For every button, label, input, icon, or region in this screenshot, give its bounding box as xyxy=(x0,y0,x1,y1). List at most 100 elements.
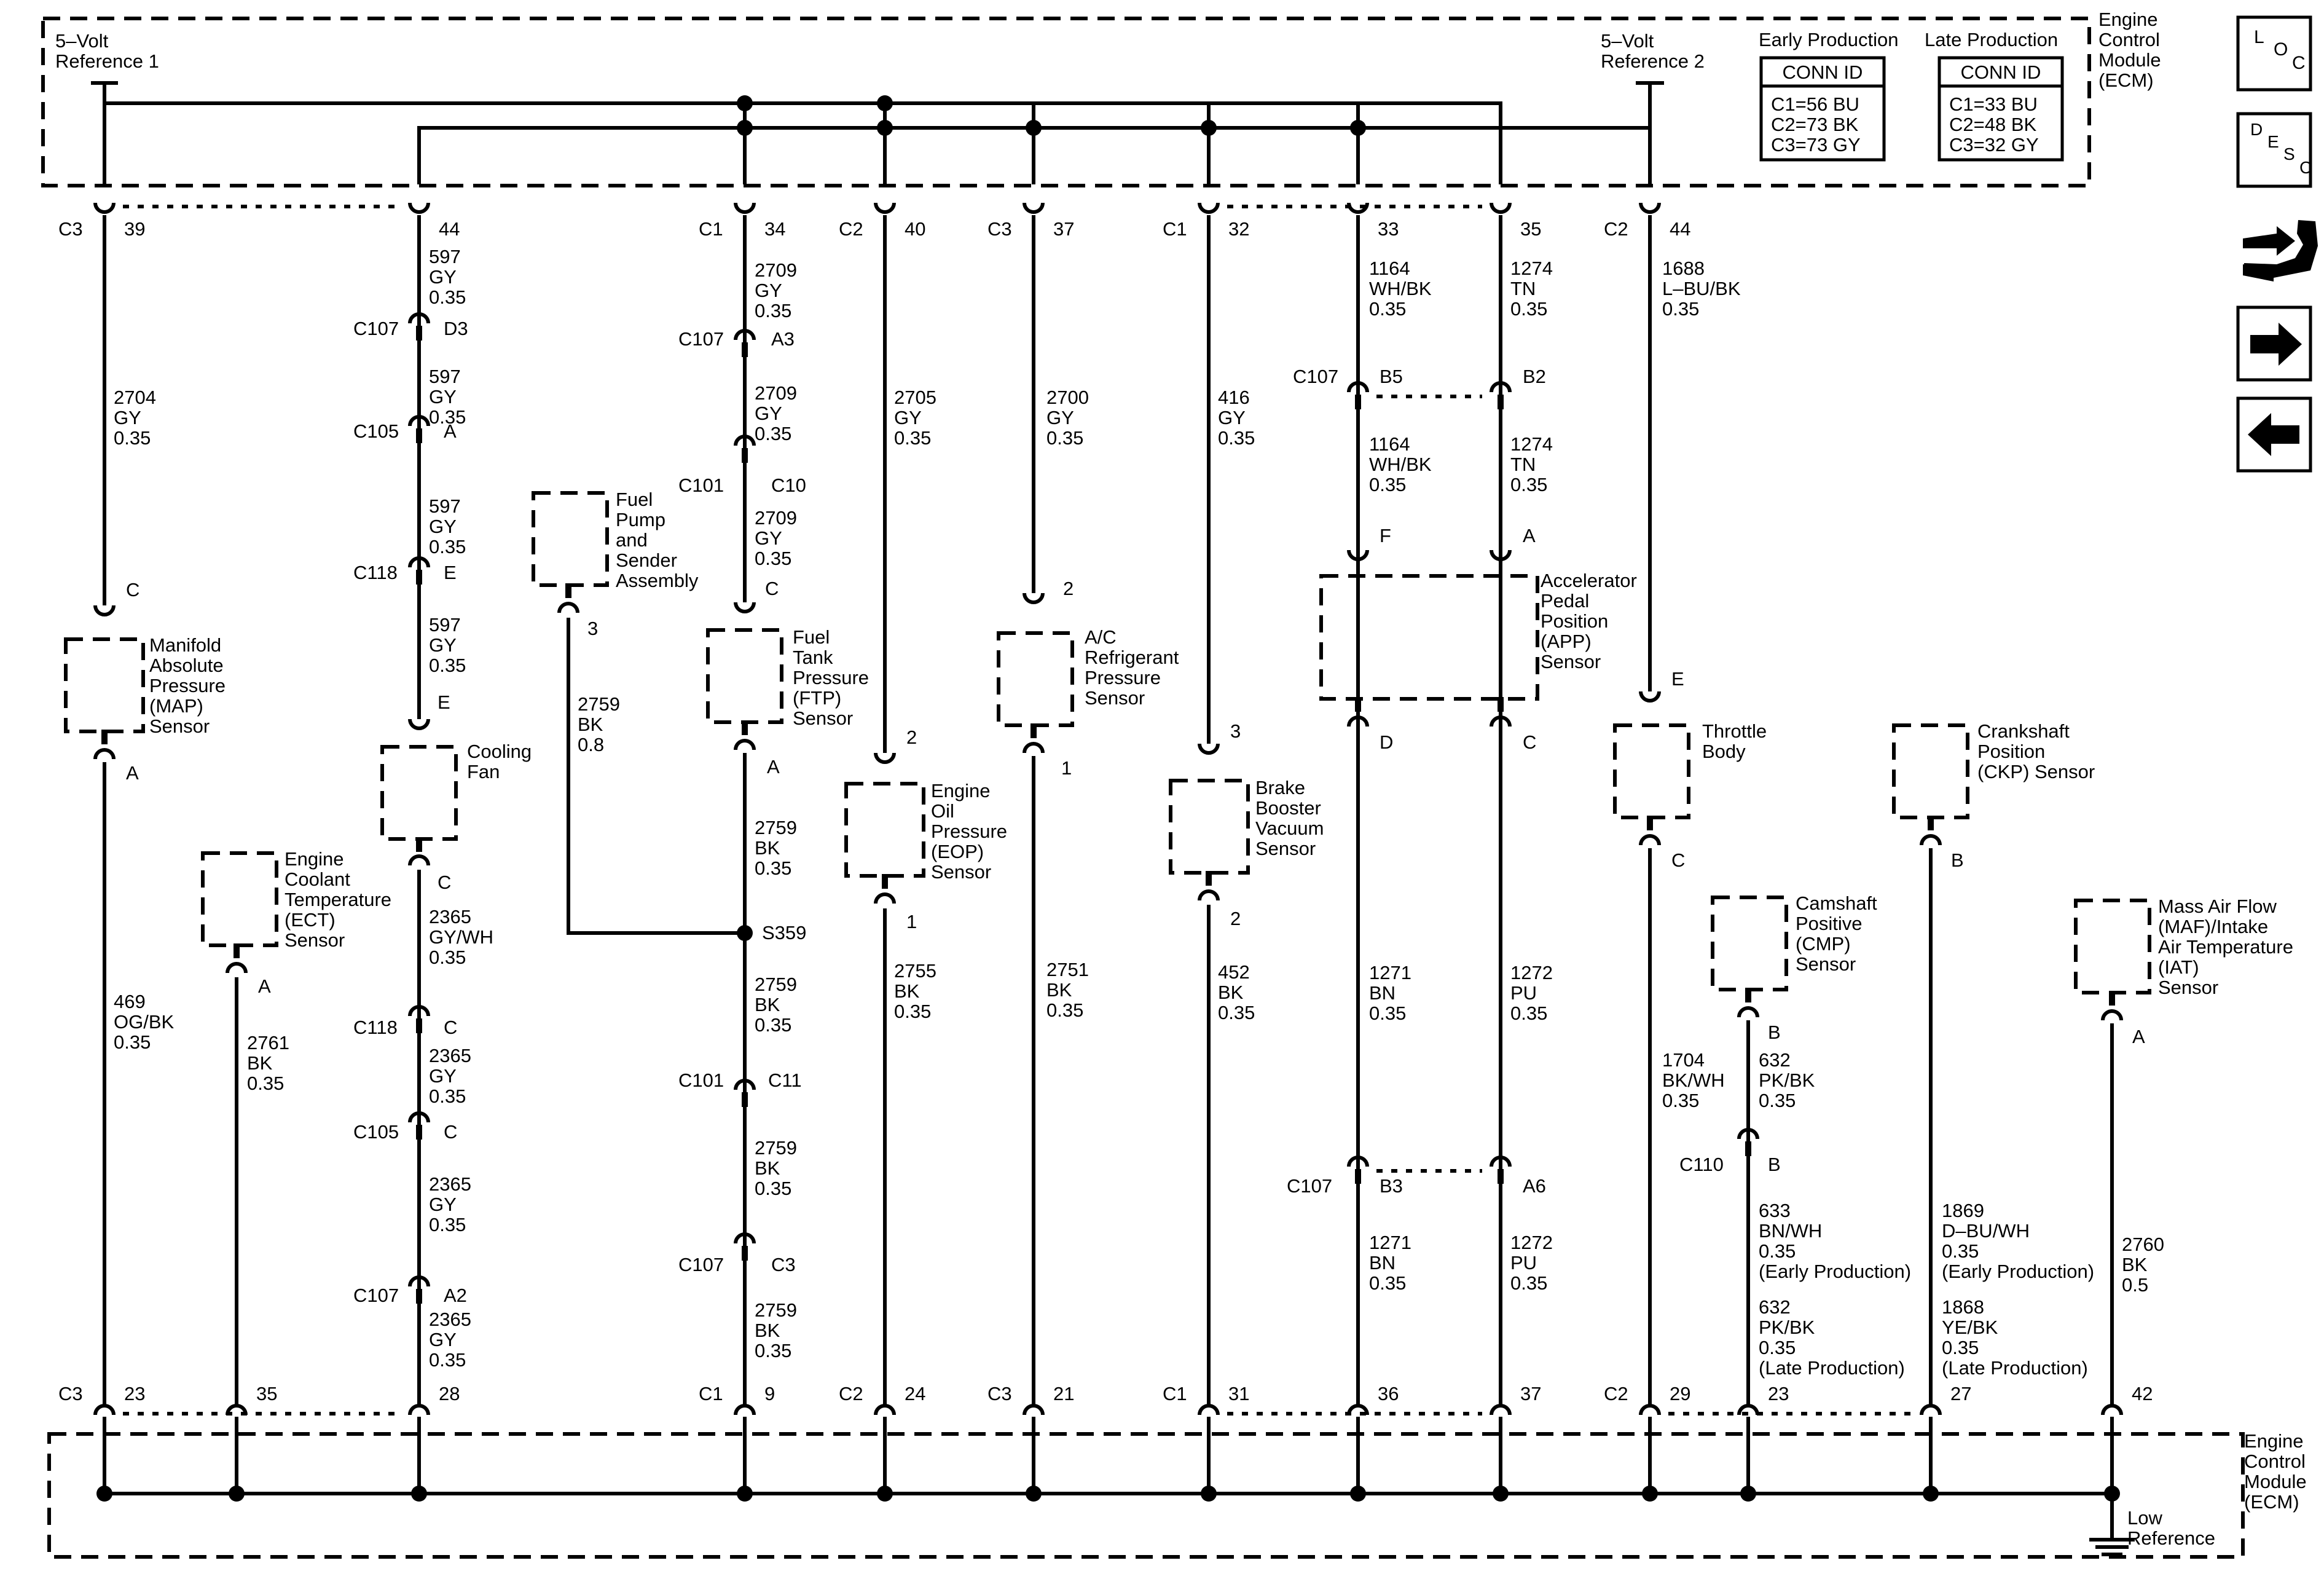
wire-label: 597 xyxy=(429,495,461,517)
wire-label: BK xyxy=(247,1052,273,1074)
ref1-label: Reference 1 xyxy=(55,50,159,72)
brake-sensor-label: Sensor xyxy=(1255,838,1316,859)
ecm-conn-id: C1 xyxy=(699,1383,723,1404)
inline-conn-pin: D3 xyxy=(444,318,468,339)
wire-label: 0.35 xyxy=(1662,298,1699,320)
ecm-pin-number: 42 xyxy=(2132,1383,2153,1404)
ecm-conn-id: C3 xyxy=(987,1383,1012,1404)
connector-tools-icon[interactable] xyxy=(2243,220,2318,282)
maf-sensor-label: Air Temperature xyxy=(2158,936,2293,958)
ecm-conn-id: C3 xyxy=(987,218,1012,240)
cmp-sensor-label: Positive xyxy=(1796,913,1863,934)
maf-sensor-box xyxy=(2074,899,2151,994)
ecm-top-label: Engine xyxy=(2098,9,2158,30)
glyph: S xyxy=(2283,144,2295,163)
wire-label: GY xyxy=(429,1065,457,1087)
inline-conn-pin: A2 xyxy=(444,1285,467,1306)
eop-sensor-label: Pressure xyxy=(931,821,1007,842)
wire-label: WH/BK xyxy=(1369,278,1432,299)
terminal-female xyxy=(734,1232,756,1244)
ecm-bottom-pin xyxy=(1490,1404,1512,1416)
ecm-bottom-pin xyxy=(2101,1404,2123,1416)
wire-label: 2760 xyxy=(2122,1234,2164,1255)
cooling-fan-label: Cooling xyxy=(467,741,532,762)
ac-sensor-label: Sensor xyxy=(1085,687,1145,709)
map-sensor-label: Sensor xyxy=(149,715,210,737)
ecm-bottom-pin xyxy=(734,1404,756,1416)
ecm-pin-number: 44 xyxy=(439,218,460,240)
conn-id-table xyxy=(1759,56,1886,162)
arrow-left xyxy=(2248,413,2299,456)
wire-label: 0.35 xyxy=(1510,1272,1547,1294)
wire-label: 0.35 xyxy=(429,286,466,308)
pin-label: 3 xyxy=(1230,720,1241,742)
loc-icon[interactable]: LOC xyxy=(2236,15,2312,92)
ecm-bottom-pin xyxy=(1023,1404,1045,1416)
wire-label: 0.35 xyxy=(429,655,466,676)
inline-conn-name: C107 xyxy=(678,1254,724,1275)
wire-label: 0.35 xyxy=(755,857,791,879)
wire-label: D–BU/WH xyxy=(1942,1220,2030,1242)
back-arrow-icon[interactable] xyxy=(2236,396,2312,473)
ecm-bottom-box xyxy=(47,1432,2245,1559)
terminal-female xyxy=(1198,743,1220,755)
bus-junction xyxy=(96,1486,112,1502)
wire-label: BK xyxy=(755,1157,780,1179)
ecm-conn-id: C2 xyxy=(1604,218,1628,240)
brake-sensor-label: Brake xyxy=(1255,777,1305,798)
wire-label: 2365 xyxy=(429,906,471,927)
fuel-pump-label: Fuel xyxy=(616,489,653,510)
ect-sensor-label: (ECT) xyxy=(285,909,336,931)
inline-conn-pin: C xyxy=(444,1121,457,1143)
wire-label: BK xyxy=(2122,1254,2148,1275)
wire-label: 0.35 xyxy=(1369,474,1406,495)
ecm-conn-id: C1 xyxy=(1163,218,1187,240)
bus-junction xyxy=(737,120,753,136)
app-sensor-label: Sensor xyxy=(1541,651,1601,672)
wire-label: 0.35 xyxy=(247,1073,284,1094)
terminal-male xyxy=(234,943,240,958)
wire-label: 0.35 xyxy=(755,423,791,444)
low-reference-label: Low xyxy=(2127,1507,2162,1529)
wire-label: BK xyxy=(755,994,780,1015)
terminal-male xyxy=(1498,697,1504,712)
terminal-female xyxy=(1023,593,1045,604)
wire-label: GY xyxy=(429,1329,457,1350)
ecm-top-pin xyxy=(1023,202,1045,214)
wire-label: GY xyxy=(1218,407,1246,428)
wire-label: 633 xyxy=(1759,1200,1791,1221)
ecm-top-pin xyxy=(93,202,116,214)
bus-junction xyxy=(1740,1486,1756,1502)
wire-label: 0.5 xyxy=(2122,1274,2148,1296)
wire-label: 2705 xyxy=(894,387,936,408)
ecm-top-label: (ECM) xyxy=(2098,69,2154,91)
ftp-sensor-label: Sensor xyxy=(793,707,853,729)
terminal-female xyxy=(93,748,116,760)
wire-label: 1869 xyxy=(1942,1200,1984,1221)
ftp-sensor-label: Tank xyxy=(793,647,833,668)
wire-label: 1271 xyxy=(1369,962,1411,983)
wire-label: 0.35 xyxy=(1942,1337,1979,1358)
next-arrow-icon[interactable] xyxy=(2236,305,2312,382)
wire-label: 1868 xyxy=(1942,1296,1984,1318)
ac-sensor-label: Refrigerant xyxy=(1085,647,1179,668)
ecm-pin-number: 35 xyxy=(1520,218,1541,240)
terminal-male xyxy=(2109,991,2115,1006)
pin-label: 3 xyxy=(587,618,598,639)
ecm-bottom-pin xyxy=(408,1404,430,1416)
pin-label: C xyxy=(126,579,139,600)
ecm-bottom-label: Module xyxy=(2244,1471,2307,1492)
wire-label: 0.35 xyxy=(1759,1337,1796,1358)
bus-junction xyxy=(1493,1486,1509,1502)
ecm-top-pin xyxy=(734,202,756,214)
wire-label: 0.35 xyxy=(755,1340,791,1361)
cmp-sensor-label: Camshaft xyxy=(1796,892,1877,914)
terminal-male xyxy=(742,342,748,357)
inline-conn-pin: A xyxy=(444,420,457,442)
fuel-pump-label: Sender xyxy=(616,549,677,571)
ect-sensor-label: Engine xyxy=(285,848,344,870)
wire-label: 2709 xyxy=(755,259,797,281)
